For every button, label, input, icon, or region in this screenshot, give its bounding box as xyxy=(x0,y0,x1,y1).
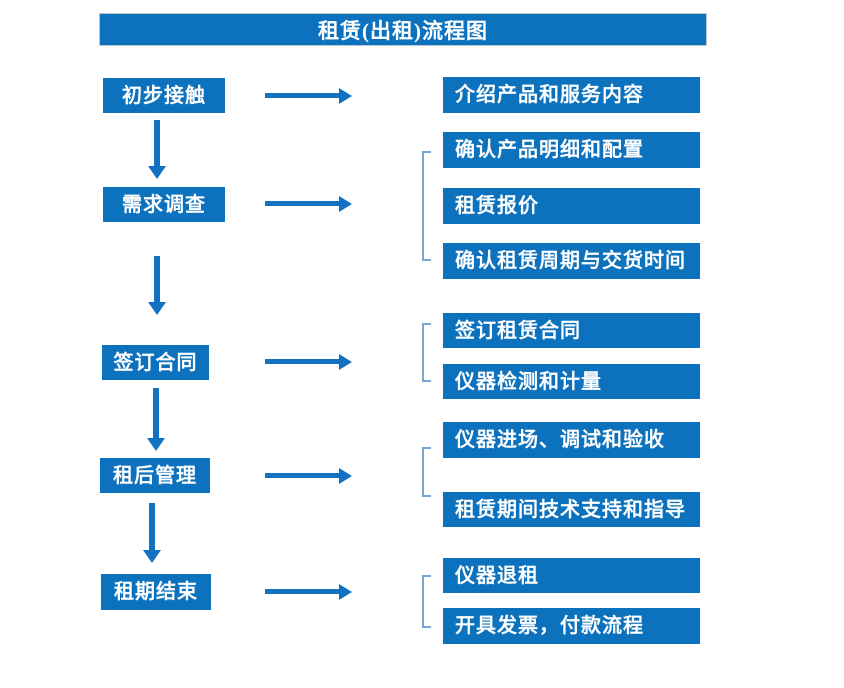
step-box-initial-contact: 初步接触 xyxy=(103,78,225,113)
step-box-lease-end: 租期结束 xyxy=(101,574,211,610)
detail-box-confirm-product-config: 确认产品明细和配置 xyxy=(443,132,700,168)
step-box-post-rental-management: 租后管理 xyxy=(100,458,210,493)
group-bracket-sign-contract xyxy=(422,323,431,382)
detail-box-instrument-setup-acceptance: 仪器进场、调试和验收 xyxy=(443,422,700,458)
detail-box-sign-rental-contract: 签订租赁合同 xyxy=(443,313,700,348)
detail-box-instrument-return: 仪器退租 xyxy=(443,558,700,593)
detail-box-rental-quote: 租赁报价 xyxy=(443,188,700,224)
detail-box-instrument-testing: 仪器检测和计量 xyxy=(443,364,700,399)
arrow-right-icon xyxy=(265,93,339,98)
detail-box-technical-support: 租赁期间技术支持和指导 xyxy=(443,492,700,527)
arrow-right-icon xyxy=(265,589,339,594)
detail-box-invoice-payment: 开具发票，付款流程 xyxy=(443,608,700,644)
detail-box-confirm-period-delivery: 确认租赁周期与交货时间 xyxy=(443,243,700,279)
arrow-down-icon xyxy=(153,388,159,438)
arrow-down-icon xyxy=(154,120,160,166)
flowchart-title: 租赁(出租)流程图 xyxy=(100,14,706,45)
group-bracket-demand-survey xyxy=(422,151,431,261)
arrow-down-icon xyxy=(149,503,155,550)
step-box-sign-contract: 签订合同 xyxy=(102,345,209,380)
arrow-right-icon xyxy=(265,473,339,478)
detail-box-introduce-products: 介绍产品和服务内容 xyxy=(443,77,700,113)
step-box-demand-survey: 需求调查 xyxy=(103,187,225,222)
arrow-down-icon xyxy=(154,256,160,302)
group-bracket-post-rental xyxy=(422,447,431,497)
group-bracket-lease-end xyxy=(422,575,431,628)
arrow-right-icon xyxy=(265,359,339,364)
arrow-right-icon xyxy=(265,201,339,206)
